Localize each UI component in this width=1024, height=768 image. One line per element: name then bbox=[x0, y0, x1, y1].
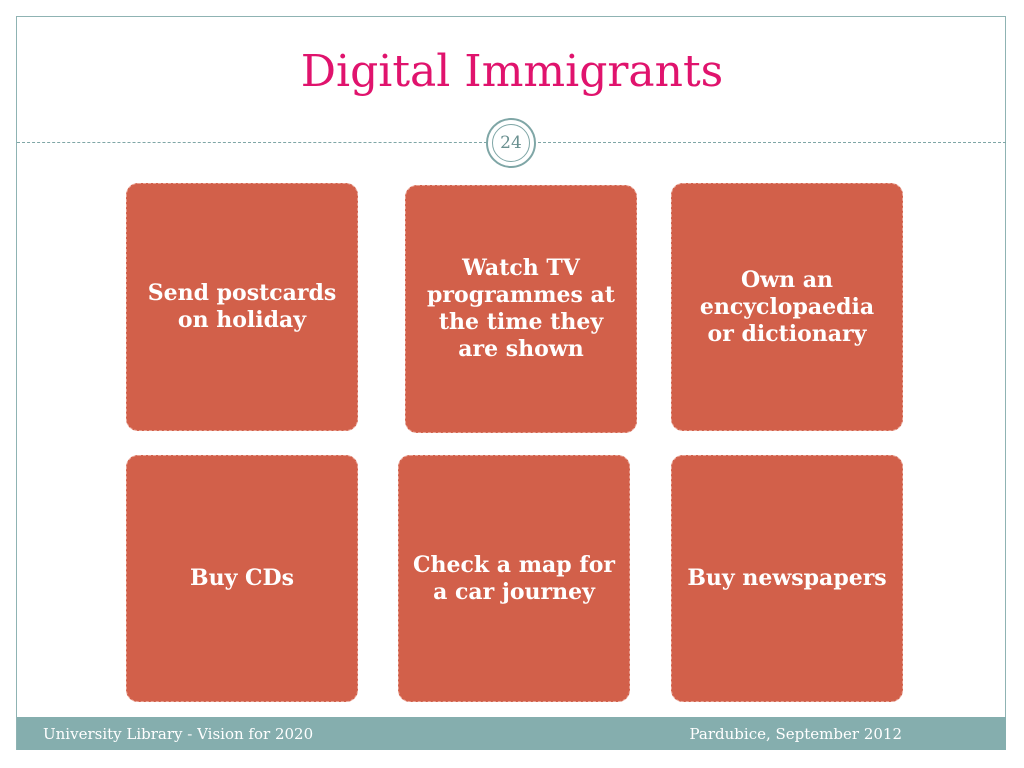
card-label: Buy newspapers bbox=[687, 565, 887, 591]
divider-right bbox=[538, 142, 1006, 143]
card-label: Send postcards on holiday bbox=[147, 280, 337, 333]
card-send-postcards: Send postcards on holiday bbox=[126, 183, 358, 431]
divider-left bbox=[17, 142, 487, 143]
slide-title: Digital Immigrants bbox=[300, 46, 724, 97]
footer-bar: University Library - Vision for 2020 Par… bbox=[17, 717, 1006, 750]
card-buy-newspapers: Buy newspapers bbox=[671, 455, 903, 702]
footer-right-text: Pardubice, September 2012 bbox=[689, 725, 902, 743]
page-number-badge: 24 bbox=[486, 118, 536, 168]
footer-left-text: University Library - Vision for 2020 bbox=[43, 725, 314, 743]
card-watch-tv: Watch TV programmes at the time they are… bbox=[405, 185, 637, 433]
card-check-map: Check a map for a car journey bbox=[398, 455, 630, 702]
card-label: Watch TV programmes at the time they are… bbox=[427, 255, 615, 362]
card-label: Own an encyclopaedia or dictionary bbox=[699, 266, 875, 347]
card-buy-cds: Buy CDs bbox=[126, 455, 358, 702]
card-label: Check a map for a car journey bbox=[412, 551, 616, 605]
card-label: Buy CDs bbox=[189, 565, 294, 591]
card-own-encyclopaedia: Own an encyclopaedia or dictionary bbox=[671, 183, 903, 431]
page-number: 24 bbox=[492, 124, 530, 162]
